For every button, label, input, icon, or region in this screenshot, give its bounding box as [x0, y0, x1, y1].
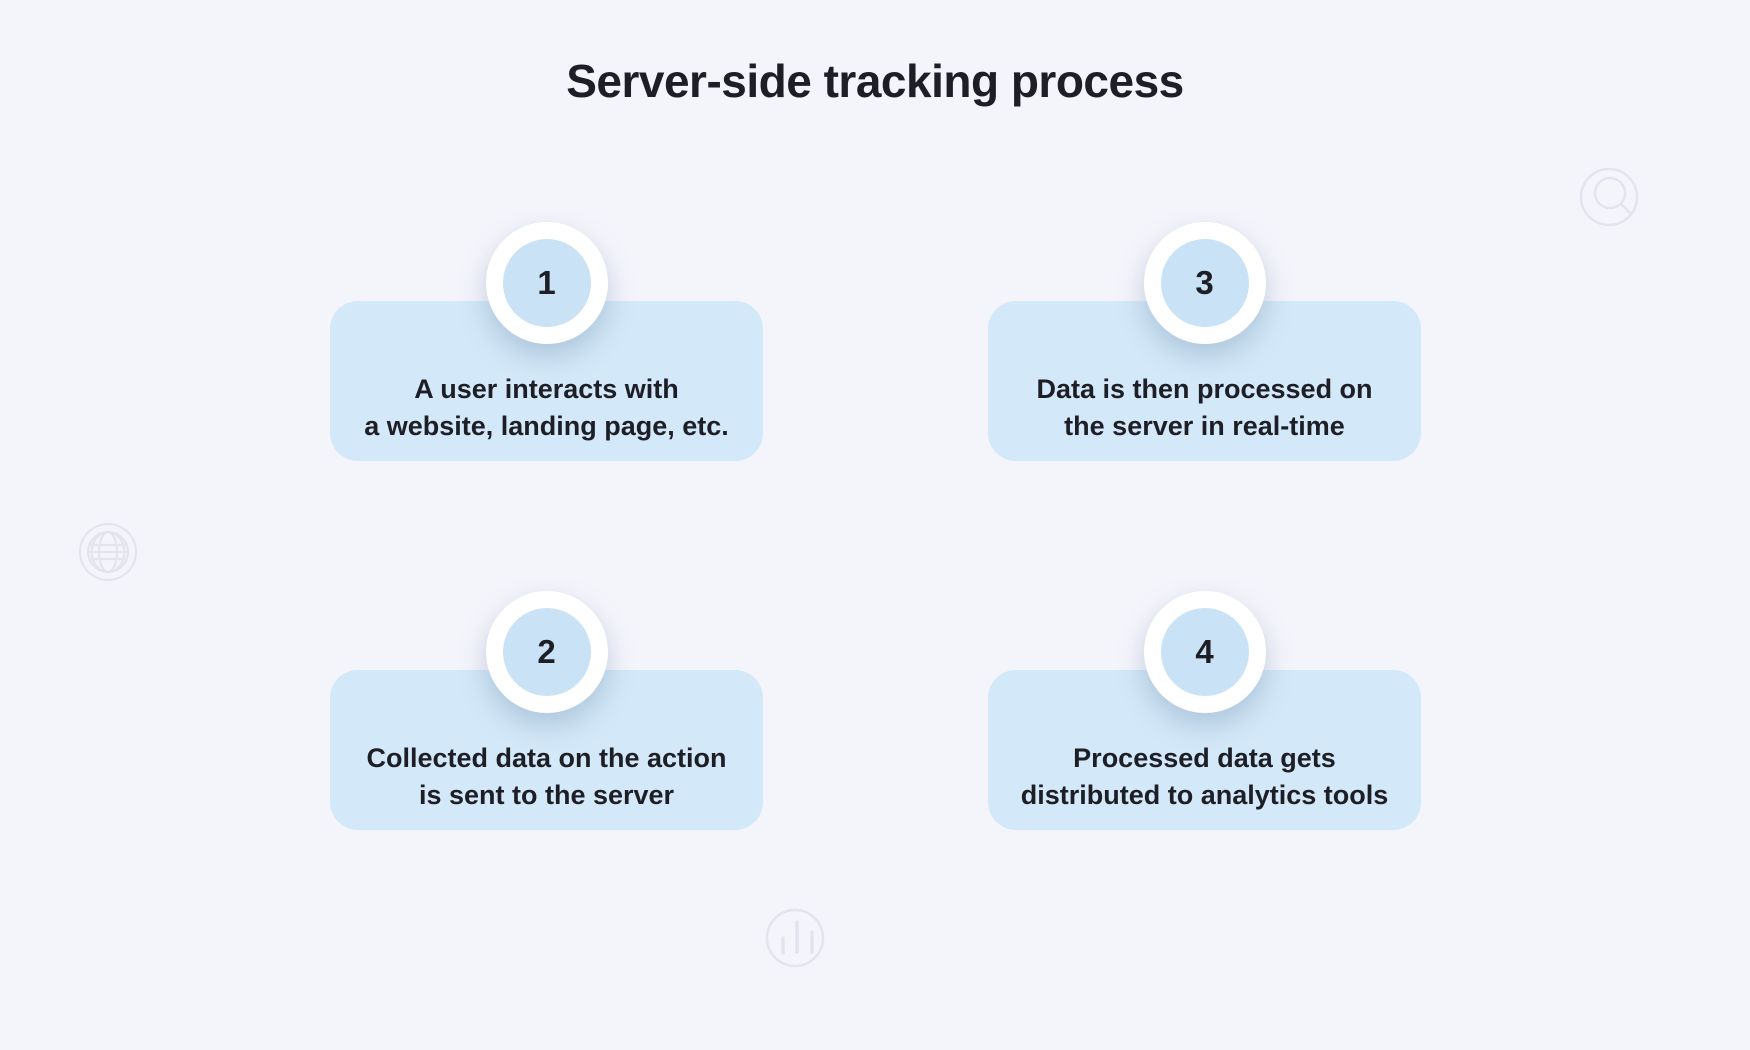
- page-title: Server-side tracking process: [566, 55, 1184, 107]
- magnifier-icon: [1569, 157, 1649, 237]
- step-description-2-line1: Collected data on the action: [366, 743, 727, 773]
- step-number-3: 3: [1160, 239, 1249, 327]
- step-description-3-line1: Data is then processed on: [1036, 374, 1373, 404]
- step-description-1: A user interacts with a website, landing…: [364, 371, 729, 445]
- step-description-3-line2: the server in real-time: [1064, 411, 1345, 441]
- step-description-2-line2: is sent to the server: [418, 780, 675, 810]
- step-badge-2: 2: [485, 591, 608, 713]
- bar-chart-icon: [755, 898, 835, 978]
- step-description-1-line2: a website, landing page, etc.: [364, 411, 729, 441]
- step-description-3: Data is then processed on the server in …: [1036, 371, 1372, 445]
- step-description-4: Processed data gets distributed to analy…: [1021, 740, 1389, 814]
- step-badge-3: 3: [1143, 222, 1266, 344]
- globe-icon: [68, 512, 148, 592]
- step-badge-4: 4: [1143, 591, 1266, 713]
- step-card-4: 4 Processed data gets distributed to ana…: [988, 591, 1421, 830]
- step-badge-1: 1: [485, 222, 608, 344]
- step-description-4-line1: Processed data gets: [1073, 743, 1336, 773]
- step-description-1-line1: A user interacts with: [414, 374, 679, 404]
- step-card-3: 3 Data is then processed on the server i…: [988, 222, 1421, 461]
- step-number-1: 1: [502, 239, 591, 327]
- step-card-1: 1 A user interacts with a website, landi…: [330, 222, 763, 461]
- step-card-2: 2 Collected data on the action is sent t…: [330, 591, 763, 830]
- step-number-2: 2: [502, 608, 591, 696]
- step-description-4-line2: distributed to analytics tools: [1020, 780, 1389, 810]
- step-number-4: 4: [1160, 608, 1249, 696]
- step-description-2: Collected data on the action is sent to …: [366, 740, 726, 814]
